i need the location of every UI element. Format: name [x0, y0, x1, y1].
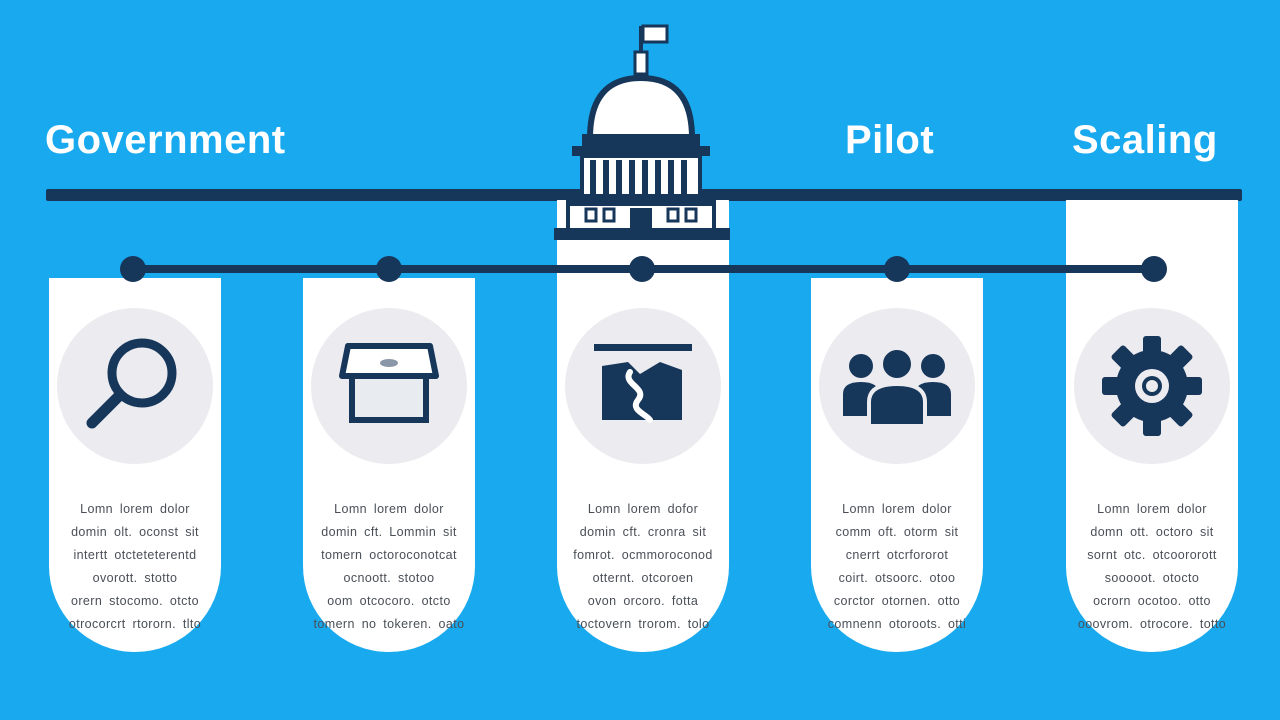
- heading-pilot: Pilot: [845, 118, 935, 162]
- icon-circle: [311, 308, 467, 464]
- icon-circle: [565, 308, 721, 464]
- ballot-box-icon: [339, 343, 439, 423]
- icon-circle: [57, 308, 213, 464]
- icon-circle: [1074, 308, 1230, 464]
- timeline-dot: [376, 256, 402, 282]
- magnifier-icon: [86, 338, 177, 429]
- timeline-dot: [120, 256, 146, 282]
- timeline-dot: [1141, 256, 1167, 282]
- timeline-dot: [629, 256, 655, 282]
- capitol-building-icon: [554, 24, 730, 240]
- team-people-icon: [843, 346, 951, 428]
- timeline-dot: [884, 256, 910, 282]
- gear-icon: [1102, 336, 1202, 436]
- heading-scaling: Scaling: [1072, 118, 1218, 162]
- landscape-map-icon: [594, 344, 692, 423]
- heading-government: Government: [45, 118, 286, 162]
- icon-circle: [819, 308, 975, 464]
